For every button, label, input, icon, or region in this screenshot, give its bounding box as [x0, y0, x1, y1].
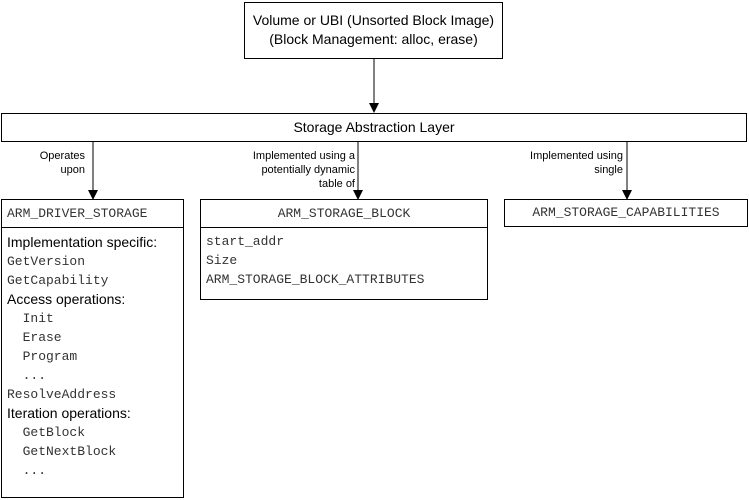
edge-label-implemented-dynamic: Implemented using a potentially dynamic … — [252, 150, 355, 190]
driver-storage-member-0: Implementation specific: — [7, 234, 158, 250]
volume-ubi-box: Volume or UBI (Unsorted Block Image) (Bl… — [244, 2, 503, 59]
storage-block-member-2: ARM_STORAGE_BLOCK_ATTRIBUTES — [206, 272, 425, 287]
driver-storage-member-10: GetBlock — [7, 425, 86, 440]
arm-storage-capabilities-header: ARM_STORAGE_CAPABILITIES — [532, 205, 720, 220]
storage-block-member-1: Size — [206, 253, 238, 268]
layer-label: Storage Abstraction Layer — [293, 119, 455, 135]
driver-storage-member-1: GetVersion — [7, 254, 86, 269]
volume-ubi-subtitle: (Block Management: alloc, erase) — [269, 31, 478, 47]
arm-storage-block-header: ARM_STORAGE_BLOCK — [201, 200, 487, 228]
driver-storage-member-3: Access operations: — [7, 291, 126, 307]
storage-abstraction-layer: Storage Abstraction Layer — [1, 113, 747, 142]
volume-ubi-title: Volume or UBI (Unsorted Block Image) — [252, 12, 495, 28]
driver-storage-member-11: GetNextBlock — [7, 444, 117, 459]
driver-storage-member-7: ... — [7, 368, 47, 383]
driver-storage-member-4: Init — [7, 311, 54, 326]
arm-storage-capabilities-box: ARM_STORAGE_CAPABILITIES — [504, 199, 748, 227]
driver-storage-member-2: GetCapability — [7, 273, 109, 288]
driver-storage-member-12: ... — [7, 463, 47, 478]
arm-driver-storage-box: ARM_DRIVER_STORAGE Implementation specif… — [1, 199, 184, 498]
driver-storage-member-5: Erase — [7, 330, 62, 345]
driver-storage-member-8: ResolveAddress — [7, 387, 117, 402]
edge-label-operates-upon: Operates upon — [39, 150, 85, 176]
driver-storage-member-6: Program — [7, 349, 78, 364]
edge-label-implemented-single: Implemented using single — [530, 150, 623, 176]
driver-storage-member-9: Iteration operations: — [7, 405, 131, 421]
arm-driver-storage-header: ARM_DRIVER_STORAGE — [2, 200, 183, 228]
storage-block-member-0: start_addr — [206, 234, 285, 249]
